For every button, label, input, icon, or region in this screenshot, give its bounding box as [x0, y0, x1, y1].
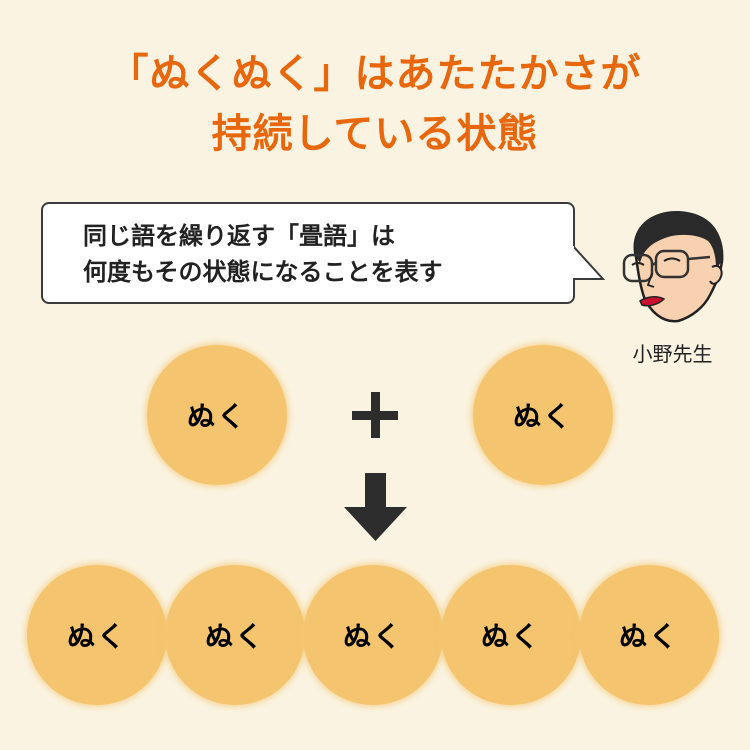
plus-icon	[352, 392, 398, 438]
title-line-1: 「ぬくぬく」はあたたかさが	[108, 51, 642, 97]
result-circle-4: ぬく	[441, 565, 581, 705]
speaker-name: 小野先生	[632, 342, 713, 366]
term-circle-right: ぬく	[473, 345, 613, 485]
result-circle-2: ぬく	[165, 565, 305, 705]
page-title: 「ぬくぬく」はあたたかさが 持続している状態	[0, 44, 750, 164]
result-circle-1: ぬく	[27, 565, 167, 705]
speech-bubble-text: 同じ語を繰り返す「畳語」は 何度もその状態になることを表す	[83, 222, 443, 286]
speech-bubble: 同じ語を繰り返す「畳語」は 何度もその状態になることを表す	[41, 202, 575, 304]
result-circle-5: ぬく	[579, 565, 719, 705]
result-circle-3: ぬく	[303, 565, 443, 705]
title-line-2: 持続している状態	[211, 111, 539, 157]
down-arrow-icon	[344, 473, 407, 541]
man-with-glasses-portrait-icon	[622, 211, 724, 323]
term-circle-left: ぬく	[147, 345, 287, 485]
speech-bubble-tail	[573, 246, 605, 280]
